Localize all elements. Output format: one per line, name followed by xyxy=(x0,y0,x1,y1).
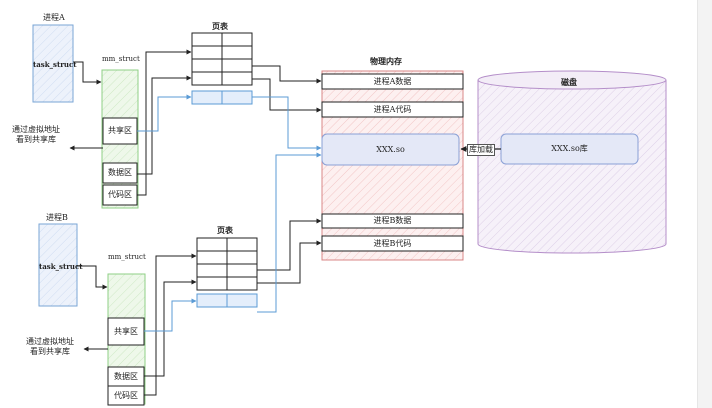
mm-struct-a-label: mm_struct xyxy=(102,55,140,63)
vm-code-a-label: 代码区 xyxy=(108,190,132,199)
disk-so-label: XXX.so库 xyxy=(551,144,588,153)
arrow-code-b-to-pt xyxy=(144,253,197,396)
vm-code-b-label: 代码区 xyxy=(114,391,138,400)
page-table-a xyxy=(191,32,253,105)
task-struct-b-label: task_struct xyxy=(39,262,83,271)
process-b-title: 进程B xyxy=(46,213,68,222)
arrow-code-a-to-pt xyxy=(137,49,192,196)
mem-so xyxy=(321,133,460,166)
vm-data-a-label: 数据区 xyxy=(108,168,132,177)
note-b-line2: 看到共享库 xyxy=(30,347,70,356)
vm-shared-a-label: 共享区 xyxy=(108,126,132,135)
vm-shared-a xyxy=(102,117,138,145)
page-table-b xyxy=(196,237,258,308)
process-a-title: 进程A xyxy=(43,13,65,22)
task-struct-a xyxy=(32,24,74,103)
page-table-a-title: 页表 xyxy=(212,22,228,31)
mem-a-data-label: 进程A数据 xyxy=(373,77,412,86)
task-struct-b xyxy=(38,223,78,307)
arrow-shared-b-to-pt xyxy=(144,298,197,332)
mem-b-code xyxy=(321,235,464,252)
arrow-pt-a-to-so xyxy=(252,96,322,151)
arrow-pt-a-to-a-data xyxy=(252,65,322,84)
mem-so-label: XXX.so xyxy=(376,145,405,154)
note-a-line1: 通过虚拟地址 xyxy=(12,125,60,134)
mem-b-data-label: 进程B数据 xyxy=(373,216,412,225)
arrow-data-a-to-pt xyxy=(137,75,192,175)
arrow-task-to-mm-b xyxy=(77,265,108,290)
mem-a-code xyxy=(321,101,464,118)
mem-b-data xyxy=(321,213,464,229)
disk-cylinder xyxy=(477,70,667,254)
vm-data-b-label: 数据区 xyxy=(114,372,138,381)
vm-data-a xyxy=(102,162,138,184)
arrow-task-to-mm-a xyxy=(73,61,102,85)
arrow-shared-a-to-pt xyxy=(137,94,192,132)
load-library-label: 库加载 xyxy=(467,144,495,156)
arrow-pt-a-to-a-code xyxy=(252,78,322,113)
mem-b-code-label: 进程B代码 xyxy=(373,239,412,248)
arrow-pt-b-to-b-code xyxy=(257,240,322,284)
mem-a-code-label: 进程A代码 xyxy=(373,105,412,114)
vm-shared-b-label: 共享区 xyxy=(114,327,138,336)
vertical-scrollbar[interactable] xyxy=(697,0,712,408)
arrow-data-b-to-pt xyxy=(144,279,197,377)
disk-title: 磁盘 xyxy=(561,78,577,87)
page-table-b-title: 页表 xyxy=(217,226,233,235)
note-b-line1: 通过虚拟地址 xyxy=(26,337,74,346)
memory-title: 物理内存 xyxy=(370,57,402,66)
arrow-pt-b-to-b-data xyxy=(257,218,322,271)
note-a-line2: 看到共享库 xyxy=(16,135,56,144)
arrow-pt-b-to-so xyxy=(257,152,322,313)
mm-struct-b-label: mm_struct xyxy=(108,253,146,261)
task-struct-a-label: task_struct xyxy=(33,60,77,69)
mem-a-data xyxy=(321,73,464,90)
